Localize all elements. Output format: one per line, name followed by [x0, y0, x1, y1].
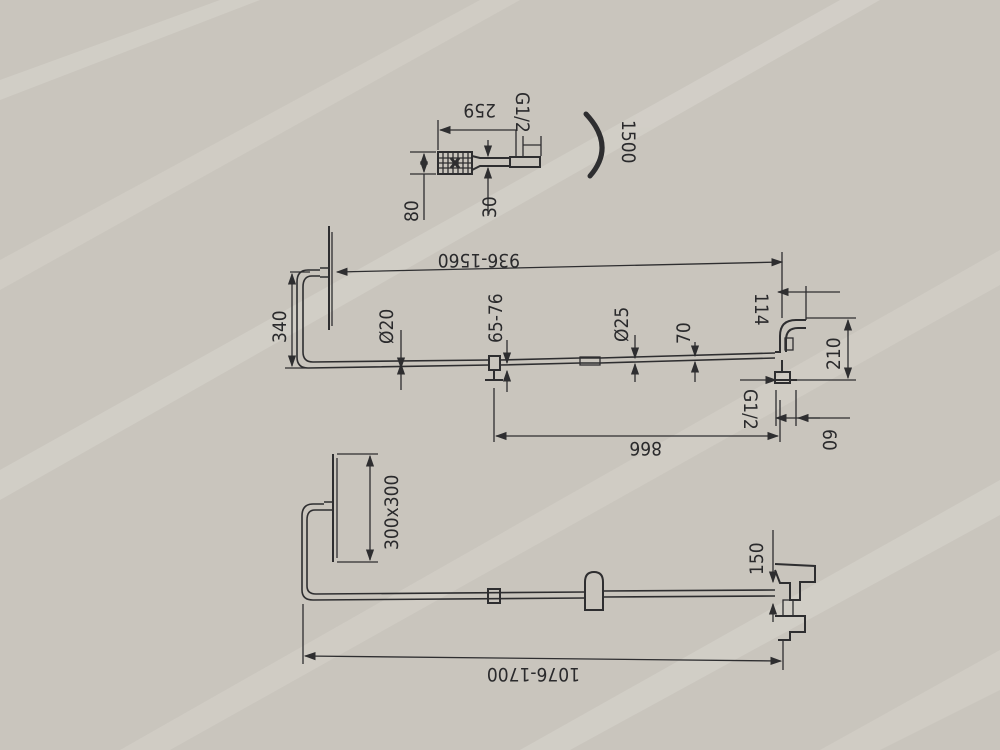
hose-shape — [583, 111, 605, 179]
top-arm-label: 340 — [269, 310, 291, 343]
bottom-shower-drawing: 300x300 150 1076-1700 — [301, 453, 816, 685]
top-mixer-offset-label: 70 — [673, 322, 695, 344]
top-mixer — [774, 319, 806, 384]
hand-shower-length-label: 259 — [463, 99, 496, 121]
bottom-total-height-label: 1076-1700 — [487, 663, 580, 685]
bottom-hand-shower — [584, 570, 604, 611]
top-upper-diameter-label: Ø20 — [376, 309, 398, 344]
bottom-mixer — [774, 563, 816, 601]
hose-length-label: 1500 — [617, 120, 639, 164]
hose-drawing: 1500 — [583, 111, 639, 179]
bottom-riser-tube — [602, 589, 776, 598]
bottom-head-size-label: 300x300 — [381, 475, 403, 550]
top-head-connector — [320, 267, 329, 278]
bottom-slide-bracket — [487, 588, 501, 604]
hand-shower-thread-label: G1/2 — [511, 92, 533, 133]
top-mixer-depth-label: 114 — [750, 293, 772, 326]
top-slide-bracket — [488, 355, 501, 371]
hand-shower-drawing: 259 G1/2 80 30 — [401, 92, 542, 222]
hand-shower-head-width-label: 80 — [401, 200, 423, 222]
hand-shower-handle-width-label: 30 — [479, 196, 501, 218]
top-lower-diameter-label: Ø25 — [611, 307, 633, 342]
top-bar-length-label: 866 — [629, 437, 662, 459]
top-shower-drawing: 936-1560 340 Ø20 65-76 Ø25 70 114 210 — [269, 226, 856, 459]
top-mixer-height-label: 210 — [823, 337, 845, 370]
top-total-height-label: 936-1560 — [438, 249, 520, 271]
top-inlet-width-label: 60 — [818, 429, 840, 451]
hand-shower-handle — [471, 155, 511, 171]
top-riser-tube — [499, 352, 776, 366]
bottom-mixer-size-label: 150 — [746, 542, 768, 575]
bottom-shower-arm — [301, 503, 586, 601]
top-bracket-range-label: 65-76 — [485, 293, 507, 343]
top-inlet-thread-label: G1/2 — [739, 389, 761, 430]
